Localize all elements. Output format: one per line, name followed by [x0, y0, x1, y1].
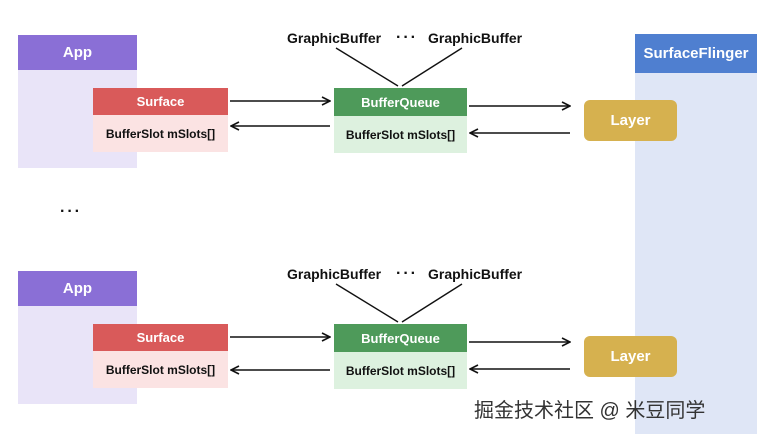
graphic-buffer-ellipsis-top: ··· [396, 29, 418, 46]
layer-bottom: Layer [584, 336, 677, 377]
graphic-buffer-link-top-right [401, 47, 463, 87]
graphic-buffer-link-bottom-right [401, 283, 463, 323]
buffer-queue-header-top: BufferQueue [334, 88, 467, 116]
surface-header-bottom: Surface [93, 324, 228, 351]
more-apps-ellipsis: ··· [60, 203, 82, 220]
app-header-top: App [18, 35, 137, 70]
surface-flinger-header: SurfaceFlinger [635, 34, 757, 73]
surface-buffer-slots-bottom: BufferSlot mSlots[] [93, 351, 228, 388]
source-watermark: 掘金技术社区 @ 米豆同学 [474, 400, 706, 422]
layer-top: Layer [584, 100, 677, 141]
buffer-queue-slots-bottom: BufferSlot mSlots[] [334, 352, 467, 389]
graphic-buffer-label-bottom-right: GraphicBuffer [428, 266, 523, 282]
graphic-buffer-label-top-left: GraphicBuffer [287, 30, 382, 46]
graphic-buffer-link-top-left [335, 47, 399, 87]
graphic-buffer-link-bottom-left [335, 283, 399, 323]
app-header-bottom: App [18, 271, 137, 306]
graphic-buffer-label-bottom-left: GraphicBuffer [287, 266, 382, 282]
graphic-buffer-label-top-right: GraphicBuffer [428, 30, 523, 46]
buffer-queue-header-bottom: BufferQueue [334, 324, 467, 352]
buffer-queue-slots-top: BufferSlot mSlots[] [334, 116, 467, 153]
surface-header-top: Surface [93, 88, 228, 115]
surface-buffer-slots-top: BufferSlot mSlots[] [93, 115, 228, 152]
graphic-buffer-ellipsis-bottom: ··· [396, 265, 418, 282]
